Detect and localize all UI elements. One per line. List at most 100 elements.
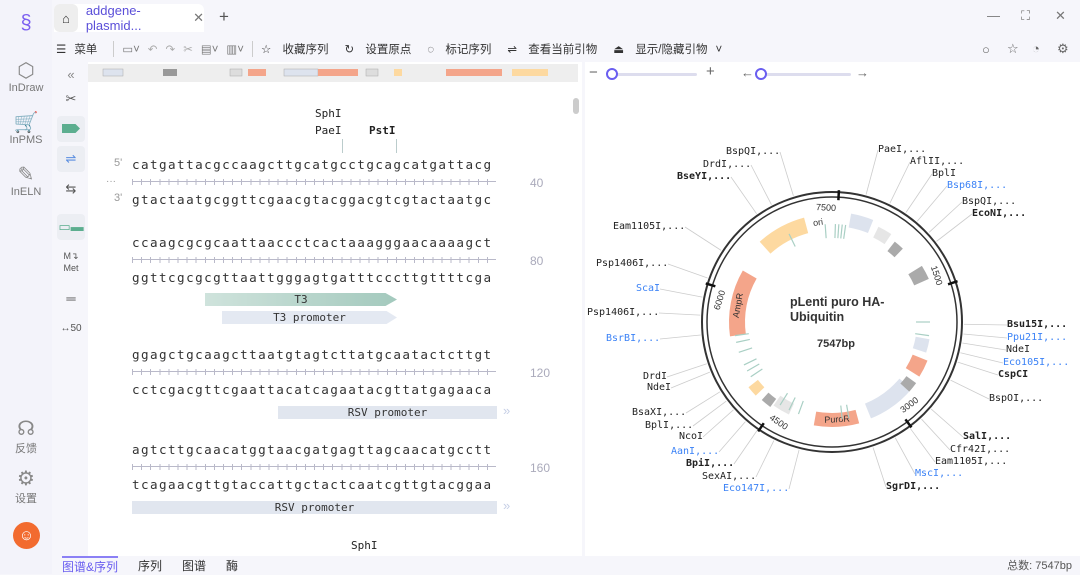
gear-icon[interactable]: ⚙ — [1057, 41, 1069, 57]
enzyme-label[interactable]: SalI,... — [963, 431, 1011, 442]
top-strand[interactable]: catgattacgccaagcttgcatgcctgcagcatgattacg — [132, 157, 492, 172]
feature-tool[interactable] — [57, 116, 85, 142]
sidebar-item-ineln[interactable]: ✎InELN — [0, 164, 52, 198]
sidebar-item-settings[interactable]: ⚙设置 — [0, 468, 52, 506]
enzyme-label[interactable]: AanI,... — [671, 446, 719, 457]
undo-button[interactable]: ↶ — [148, 42, 158, 56]
enzyme-label[interactable]: BsrBI,... — [606, 333, 660, 344]
ruler-50-tool[interactable]: ↔50 — [57, 316, 85, 342]
enzyme-label[interactable]: BseYI,... — [677, 171, 731, 182]
sidebar-item-feedback[interactable]: ☊反馈 — [0, 418, 52, 456]
close-window-button[interactable]: ✕ — [1055, 8, 1066, 24]
enzyme-label[interactable]: Eco147I,... — [723, 483, 789, 494]
bottom-strand[interactable]: ggttcgcgcgttaattgggagtgatttcccttgttttcga — [132, 270, 492, 285]
enzyme-psti[interactable]: PstI — [369, 124, 396, 137]
primer-tool[interactable]: ▭▬ — [57, 214, 85, 240]
feature-rsv-promoter[interactable]: RSV promoter — [278, 406, 497, 419]
star-icon[interactable]: ☆ — [1007, 41, 1019, 57]
enzyme-label[interactable]: BplI — [932, 168, 956, 179]
enzyme-label[interactable]: Cfr42I,... — [950, 444, 1010, 455]
feature-block[interactable] — [748, 380, 764, 396]
enzyme-label[interactable]: BpiI,... — [686, 458, 734, 469]
sidebar-item-inpms[interactable]: 🛒InPMS — [0, 112, 52, 146]
toggle-primers-button[interactable]: ⏏ 显示/隐藏引物˅ — [613, 41, 722, 57]
enzyme-label[interactable]: BsaXI,... — [632, 407, 686, 418]
feature-block[interactable] — [849, 214, 874, 233]
menu-button[interactable]: ☰菜单 — [56, 41, 105, 57]
enzyme-label[interactable]: Bsu15I,... — [1007, 319, 1067, 330]
translate-tool[interactable]: M↴Met — [57, 250, 85, 276]
tab-map-and-sequence[interactable]: 图谱&序列 — [62, 556, 118, 575]
paste-button[interactable]: ▥˅ — [226, 42, 244, 56]
enzyme-label[interactable]: EcoNI,... — [972, 208, 1026, 219]
enzyme-label[interactable]: Psp1406I,... — [596, 258, 668, 269]
enzyme-label[interactable]: Eco105I,... — [1003, 357, 1069, 368]
tab-sequence[interactable]: 序列 — [138, 557, 162, 574]
enzyme-label[interactable]: NdeI — [1006, 344, 1030, 355]
enzyme-label[interactable]: NdeI — [647, 382, 671, 393]
top-strand[interactable]: agtcttgcaacatggtaacgatgagttagcaacatgcctt — [132, 442, 492, 457]
feature-rsv-promoter[interactable]: RSV promoter — [132, 501, 497, 514]
bottom-strand[interactable]: gtactaatgcggttcgaacgtacggacgtcgtactaatgc — [132, 192, 492, 207]
feature-block[interactable] — [873, 227, 891, 244]
feature-t3-promoter[interactable]: T3 promoter — [222, 311, 397, 324]
redo-button[interactable]: ↷ — [166, 42, 176, 56]
top-strand[interactable]: ccaagcgcgcaattaaccctcactaaagggaacaaaagct — [132, 235, 492, 250]
enzyme-label[interactable]: AflII,... — [910, 156, 964, 167]
bottom-strand[interactable]: tcagaacgttgtaccattgctactcaatcgttgtacggaa — [132, 477, 492, 492]
enzyme-label[interactable]: Bsp68I,... — [947, 180, 1007, 191]
enzyme-label[interactable]: MscI,... — [915, 468, 963, 479]
document-tab[interactable]: ⌂ addgene-plasmid... ✕ — [54, 4, 204, 32]
enzyme-label[interactable]: DrdI — [643, 371, 667, 382]
enzyme-label[interactable]: NcoI — [679, 431, 703, 442]
tab-enzymes[interactable]: 酶 — [226, 557, 238, 574]
home-button[interactable]: ⌂ — [54, 4, 78, 32]
enzyme-label[interactable]: SgrDI,... — [886, 481, 940, 492]
enzyme-label[interactable]: CspCI — [998, 369, 1028, 380]
enzyme-label[interactable]: Ppu21I,... — [1007, 332, 1067, 343]
new-tab-button[interactable]: + — [219, 7, 229, 27]
copy-button[interactable]: ▤˅ — [201, 42, 219, 56]
minimize-button[interactable]: — — [987, 8, 1000, 23]
enzyme-label[interactable]: Eam1105I,... — [613, 221, 685, 232]
enzyme-label[interactable]: SexAI,... — [702, 471, 756, 482]
feature-block[interactable] — [762, 393, 776, 407]
enzyme-paei[interactable]: PaeI — [315, 124, 342, 137]
enzyme-label[interactable]: BspOI,... — [989, 393, 1043, 404]
feature-block[interactable] — [906, 355, 928, 377]
bottom-strand[interactable]: cctcgacgttcgaattacatcagaatacgttatgagaaca — [132, 382, 492, 397]
view-primers-button[interactable]: ⇌ 查看当前引物 — [507, 41, 605, 57]
enzyme-label[interactable]: Eam1105I,... — [935, 456, 1007, 467]
enzyme-label[interactable]: BplI,... — [645, 420, 693, 431]
feature-ori[interactable] — [760, 218, 808, 254]
sequence-overview-bar[interactable] — [88, 64, 578, 82]
gauge-icon[interactable]: ◔ — [1032, 41, 1040, 56]
scissors-icon[interactable]: ✂ — [57, 86, 85, 112]
direction-toggle[interactable]: ⇆ — [57, 176, 85, 202]
close-tab-icon[interactable]: ✕ — [193, 10, 204, 26]
feature-block[interactable] — [908, 266, 929, 286]
enzyme-label[interactable]: DrdI,... — [703, 159, 751, 170]
enzyme-sphi[interactable]: SphI — [351, 539, 378, 552]
enzyme-label[interactable]: Psp1406I,... — [587, 307, 659, 318]
save-button[interactable]: ▭˅ — [122, 42, 140, 56]
feature-block[interactable] — [887, 242, 902, 258]
search-icon[interactable]: ○ — [982, 42, 990, 57]
sidebar-item-indraw[interactable]: ⬡InDraw — [0, 60, 52, 94]
mark-sequence-button[interactable]: ◌ 标记序列 — [427, 41, 499, 57]
feature-t3[interactable]: T3 — [205, 293, 397, 306]
enzyme-label[interactable]: BspQI,... — [962, 196, 1016, 207]
enzyme-label[interactable]: BspQI,... — [726, 146, 780, 157]
tab-map[interactable]: 图谱 — [182, 557, 206, 574]
line-tool[interactable]: ═ — [57, 286, 85, 312]
feature-block[interactable] — [913, 337, 930, 353]
enzyme-sphi[interactable]: SphI — [315, 107, 342, 120]
cut-button[interactable]: ✂ — [183, 42, 193, 56]
set-origin-button[interactable]: ↻ 设置原点 — [345, 41, 420, 57]
maximize-button[interactable]: ⛶ — [1021, 8, 1030, 24]
top-strand[interactable]: ggagctgcaagcttaatgtagtcttatgcaatactcttgt — [132, 347, 492, 362]
scrollbar[interactable] — [573, 98, 579, 114]
favorite-button[interactable]: ☆ 收藏序列 — [261, 41, 337, 57]
strand-toggle[interactable]: ⇌ — [57, 146, 85, 172]
enzyme-label[interactable]: PaeI,... — [878, 144, 926, 155]
